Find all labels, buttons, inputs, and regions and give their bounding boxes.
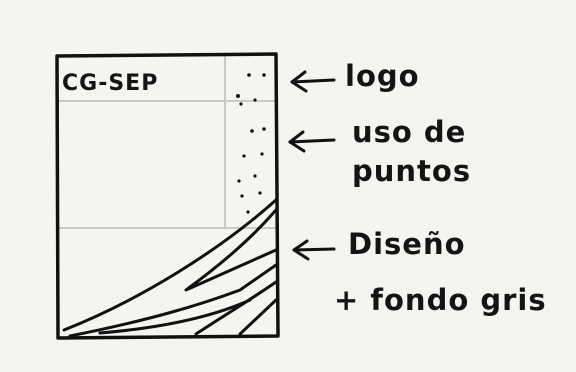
diagonal-design <box>62 198 278 338</box>
annotation-dots-line1: uso de <box>352 115 466 149</box>
annotation-dots-line2: puntos <box>352 154 471 188</box>
arrow-design-icon <box>292 239 336 261</box>
annotation-design-line2: + fondo gris <box>334 283 547 317</box>
logo-text: CG-SEP <box>62 71 158 96</box>
arrow-dots-icon <box>288 130 336 153</box>
annotation-design-line1: Diseño <box>348 227 466 261</box>
arrow-logo-icon <box>290 70 336 93</box>
layout-frame <box>55 52 280 340</box>
annotation-logo: logo <box>345 59 420 93</box>
dots-pattern <box>236 73 266 214</box>
annotation-arrows <box>288 70 336 261</box>
